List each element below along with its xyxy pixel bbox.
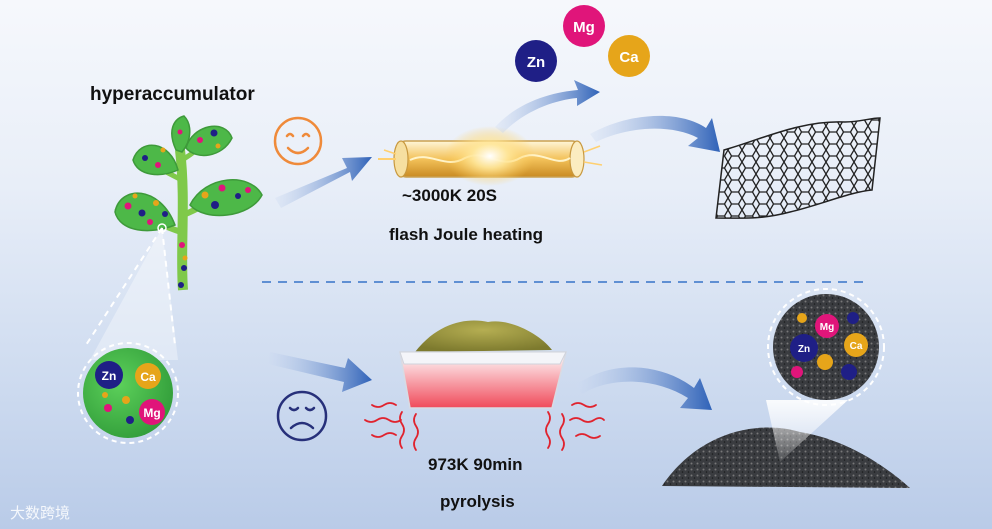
leaf-zn-label: Zn bbox=[102, 369, 117, 383]
crucible-boat bbox=[399, 320, 567, 409]
mg-bubble bbox=[563, 5, 605, 47]
mg-label: Mg bbox=[573, 19, 595, 36]
plant-label: hyperaccumulator bbox=[90, 84, 255, 105]
arrow-to-elements bbox=[495, 80, 600, 133]
flash-condition-label: ~3000K 20S bbox=[402, 186, 497, 205]
arrow-to-pyrolysis bbox=[268, 352, 372, 392]
arrow-to-graphene bbox=[590, 115, 720, 152]
pyrolysis-process-label: pyrolysis bbox=[440, 492, 515, 511]
hyperaccumulator-plant bbox=[114, 115, 263, 291]
sad-face-icon bbox=[276, 390, 328, 442]
heat-waves bbox=[364, 402, 605, 451]
char-zn-label: Zn bbox=[798, 344, 810, 355]
flash-process-label: flash Joule heating bbox=[389, 225, 543, 244]
leaf-ca-label: Ca bbox=[140, 370, 156, 384]
graphene-sheet bbox=[715, 117, 881, 219]
arrow-to-flash bbox=[275, 157, 372, 208]
char-ca-label: Ca bbox=[850, 341, 863, 352]
leaf-mg-label: Mg bbox=[143, 406, 160, 420]
char-mg-label: Mg bbox=[820, 322, 834, 333]
happy-face-icon bbox=[273, 116, 323, 166]
zoom-cone bbox=[90, 228, 178, 360]
pyrolysis-condition-label: 973K 90min bbox=[428, 455, 523, 474]
flash-tube bbox=[378, 126, 603, 186]
arrow-to-biochar bbox=[576, 367, 712, 410]
zn-label: Zn bbox=[527, 54, 545, 71]
biochar-pile bbox=[662, 427, 910, 488]
leaf-zoom-circle bbox=[77, 342, 179, 444]
zn-bubble bbox=[515, 40, 557, 82]
biochar-zoom-circle bbox=[767, 288, 885, 406]
watermark: 大数跨境 bbox=[10, 505, 71, 522]
zoom-beam bbox=[766, 400, 848, 462]
ca-bubble bbox=[608, 35, 650, 77]
ca-label: Ca bbox=[619, 49, 639, 66]
